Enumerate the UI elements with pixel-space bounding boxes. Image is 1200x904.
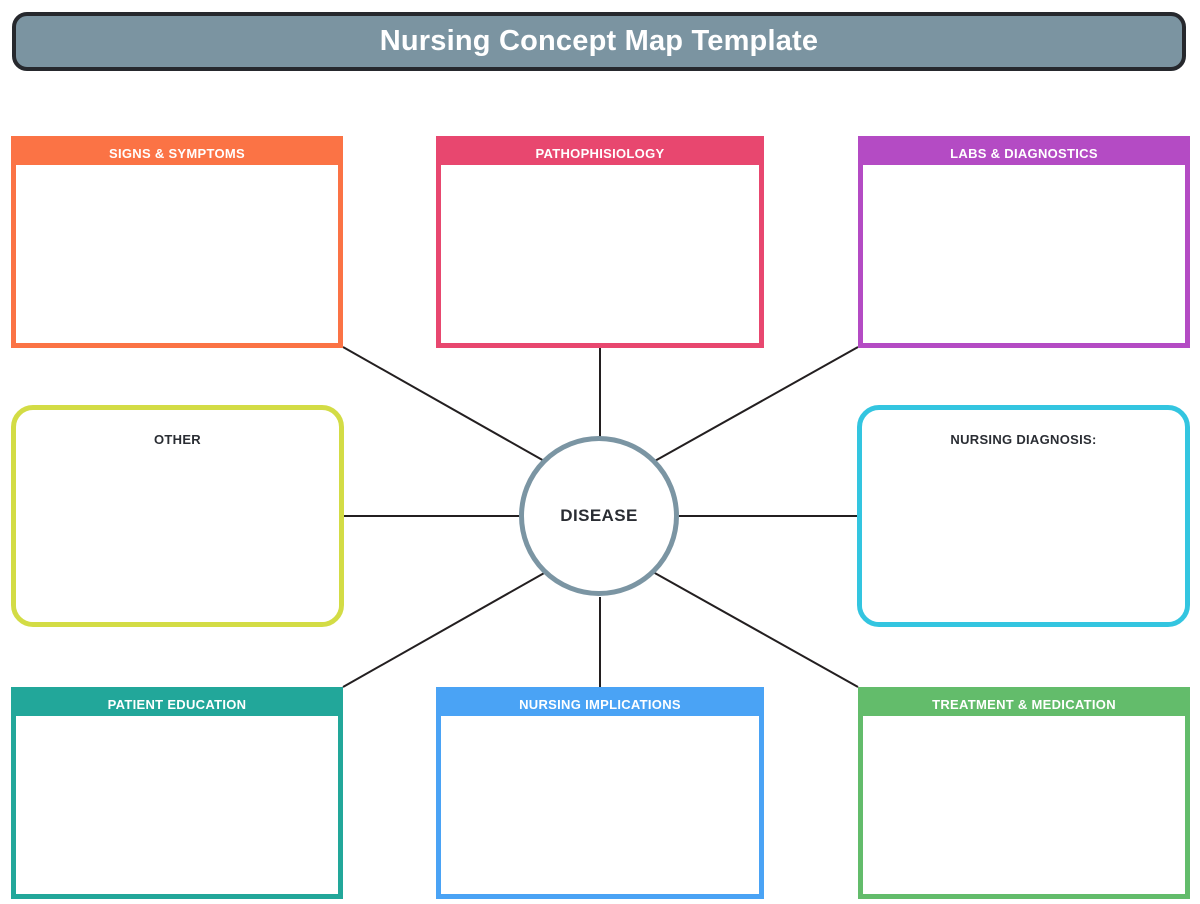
page-title-banner: Nursing Concept Map Template (12, 12, 1186, 71)
card-treatment-medication-body[interactable] (863, 716, 1185, 894)
card-patient-education-body[interactable] (16, 716, 338, 894)
card-nursing-implications[interactable]: NURSING IMPLICATIONS (436, 687, 764, 899)
connector-patient-education (342, 571, 547, 688)
card-treatment-medication-header: TREATMENT & MEDICATION (863, 692, 1185, 716)
card-labs-diagnostics-body[interactable] (863, 165, 1185, 343)
card-patient-education-label: PATIENT EDUCATION (107, 696, 247, 712)
card-nursing-diagnosis-header: NURSING DIAGNOSIS: (862, 410, 1185, 456)
card-nursing-diagnosis-label: NURSING DIAGNOSIS: (950, 431, 1097, 447)
card-pathophisiology-header: PATHOPHISIOLOGY (441, 141, 759, 165)
card-pathophisiology-body[interactable] (441, 165, 759, 343)
card-treatment-medication[interactable]: TREATMENT & MEDICATION (858, 687, 1190, 899)
card-nursing-implications-body[interactable] (441, 716, 759, 894)
card-labs-diagnostics[interactable]: LABS & DIAGNOSTICS (858, 136, 1190, 348)
connector-treatment-medication (652, 571, 859, 688)
center-node-label: DISEASE (560, 506, 638, 525)
card-nursing-implications-header: NURSING IMPLICATIONS (441, 692, 759, 716)
card-patient-education-header: PATIENT EDUCATION (16, 692, 338, 716)
card-labs-diagnostics-label: LABS & DIAGNOSTICS (950, 145, 1098, 161)
card-pathophisiology-label: PATHOPHISIOLOGY (535, 145, 665, 161)
card-labs-diagnostics-header: LABS & DIAGNOSTICS (863, 141, 1185, 165)
page-title: Nursing Concept Map Template (379, 25, 819, 57)
connector-signs-symptoms (342, 346, 547, 463)
card-signs-symptoms-body[interactable] (16, 165, 338, 343)
card-signs-symptoms[interactable]: SIGNS & SYMPTOMS (11, 136, 343, 348)
card-nursing-diagnosis-body[interactable] (862, 456, 1185, 622)
card-other[interactable]: OTHER (11, 405, 344, 627)
card-other-body[interactable] (16, 456, 339, 622)
card-pathophisiology[interactable]: PATHOPHISIOLOGY (436, 136, 764, 348)
card-other-header: OTHER (16, 410, 339, 456)
card-nursing-implications-label: NURSING IMPLICATIONS (519, 696, 681, 712)
card-treatment-medication-label: TREATMENT & MEDICATION (932, 696, 1116, 712)
card-patient-education[interactable]: PATIENT EDUCATION (11, 687, 343, 899)
center-node-disease[interactable]: DISEASE (519, 436, 679, 596)
card-other-label: OTHER (154, 431, 201, 447)
card-signs-symptoms-header: SIGNS & SYMPTOMS (16, 141, 338, 165)
connector-labs-diagnostics (652, 346, 859, 463)
card-signs-symptoms-label: SIGNS & SYMPTOMS (108, 145, 246, 161)
card-nursing-diagnosis[interactable]: NURSING DIAGNOSIS: (857, 405, 1190, 627)
